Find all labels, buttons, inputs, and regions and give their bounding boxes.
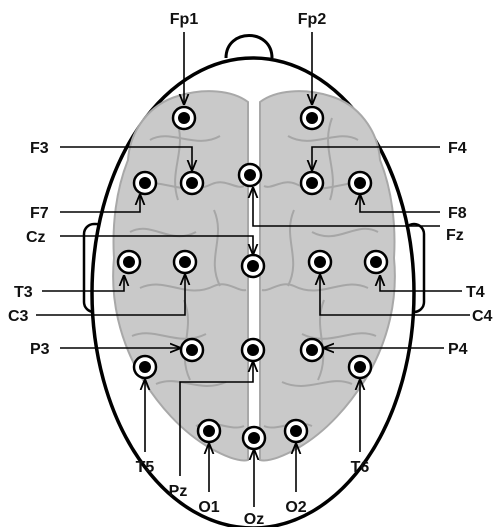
label-t5: T5 bbox=[136, 459, 155, 476]
label-c4: C4 bbox=[472, 308, 493, 325]
line-f8 bbox=[360, 195, 440, 213]
electrode-t4 bbox=[363, 249, 389, 275]
label-pz: Pz bbox=[169, 483, 188, 500]
line-c3 bbox=[36, 275, 185, 316]
label-t3: T3 bbox=[14, 284, 33, 301]
label-p3: P3 bbox=[30, 341, 50, 358]
label-fz: Fz bbox=[446, 227, 464, 244]
label-c3: C3 bbox=[8, 308, 29, 325]
label-fp2: Fp2 bbox=[298, 11, 327, 28]
electrode-fp2 bbox=[299, 105, 325, 131]
electrode-c3 bbox=[172, 249, 198, 275]
line-pz bbox=[179, 362, 253, 476]
electrode-c4 bbox=[307, 249, 333, 275]
line-f7 bbox=[60, 195, 140, 213]
electrode-f3 bbox=[179, 170, 205, 196]
electrode-cz bbox=[240, 253, 266, 279]
label-f4: F4 bbox=[448, 140, 467, 157]
label-f7: F7 bbox=[30, 205, 49, 222]
label-f3: F3 bbox=[30, 140, 49, 157]
electrode-fz bbox=[237, 162, 263, 188]
line-f3 bbox=[60, 146, 192, 170]
electrode-f4 bbox=[299, 170, 325, 196]
label-o2: O2 bbox=[285, 499, 306, 516]
line-f4 bbox=[312, 146, 440, 170]
label-oz: Oz bbox=[244, 511, 264, 527]
line-c4 bbox=[320, 275, 470, 316]
line-t4 bbox=[380, 276, 462, 292]
electrode-t6 bbox=[347, 354, 373, 380]
electrode-group bbox=[116, 105, 389, 451]
electrode-t5 bbox=[132, 354, 158, 380]
electrode-o2 bbox=[283, 418, 309, 444]
electrode-fp1 bbox=[171, 105, 197, 131]
label-o1: O1 bbox=[198, 499, 219, 516]
electrode-p4 bbox=[299, 337, 325, 363]
electrode-oz bbox=[241, 425, 267, 451]
label-fp1: Fp1 bbox=[170, 11, 199, 28]
label-t6: T6 bbox=[351, 459, 370, 476]
line-cz bbox=[60, 235, 253, 254]
electrode-pz bbox=[240, 337, 266, 363]
line-fz bbox=[253, 188, 440, 227]
electrode-f8 bbox=[347, 170, 373, 196]
leader-lines bbox=[36, 32, 470, 507]
electrode-labels: Fp1 Fp2 F3 F4 F7 F8 Cz Fz T3 T4 C3 C4 P3… bbox=[8, 11, 493, 527]
nose-outline bbox=[224, 34, 274, 59]
label-cz: Cz bbox=[26, 229, 46, 246]
line-t3 bbox=[42, 276, 124, 292]
electrode-o1 bbox=[196, 418, 222, 444]
electrode-t3 bbox=[116, 249, 142, 275]
label-t4: T4 bbox=[466, 284, 485, 301]
label-p4: P4 bbox=[448, 341, 468, 358]
electrode-p3 bbox=[179, 337, 205, 363]
electrode-f7 bbox=[132, 170, 158, 196]
label-f8: F8 bbox=[448, 205, 467, 222]
